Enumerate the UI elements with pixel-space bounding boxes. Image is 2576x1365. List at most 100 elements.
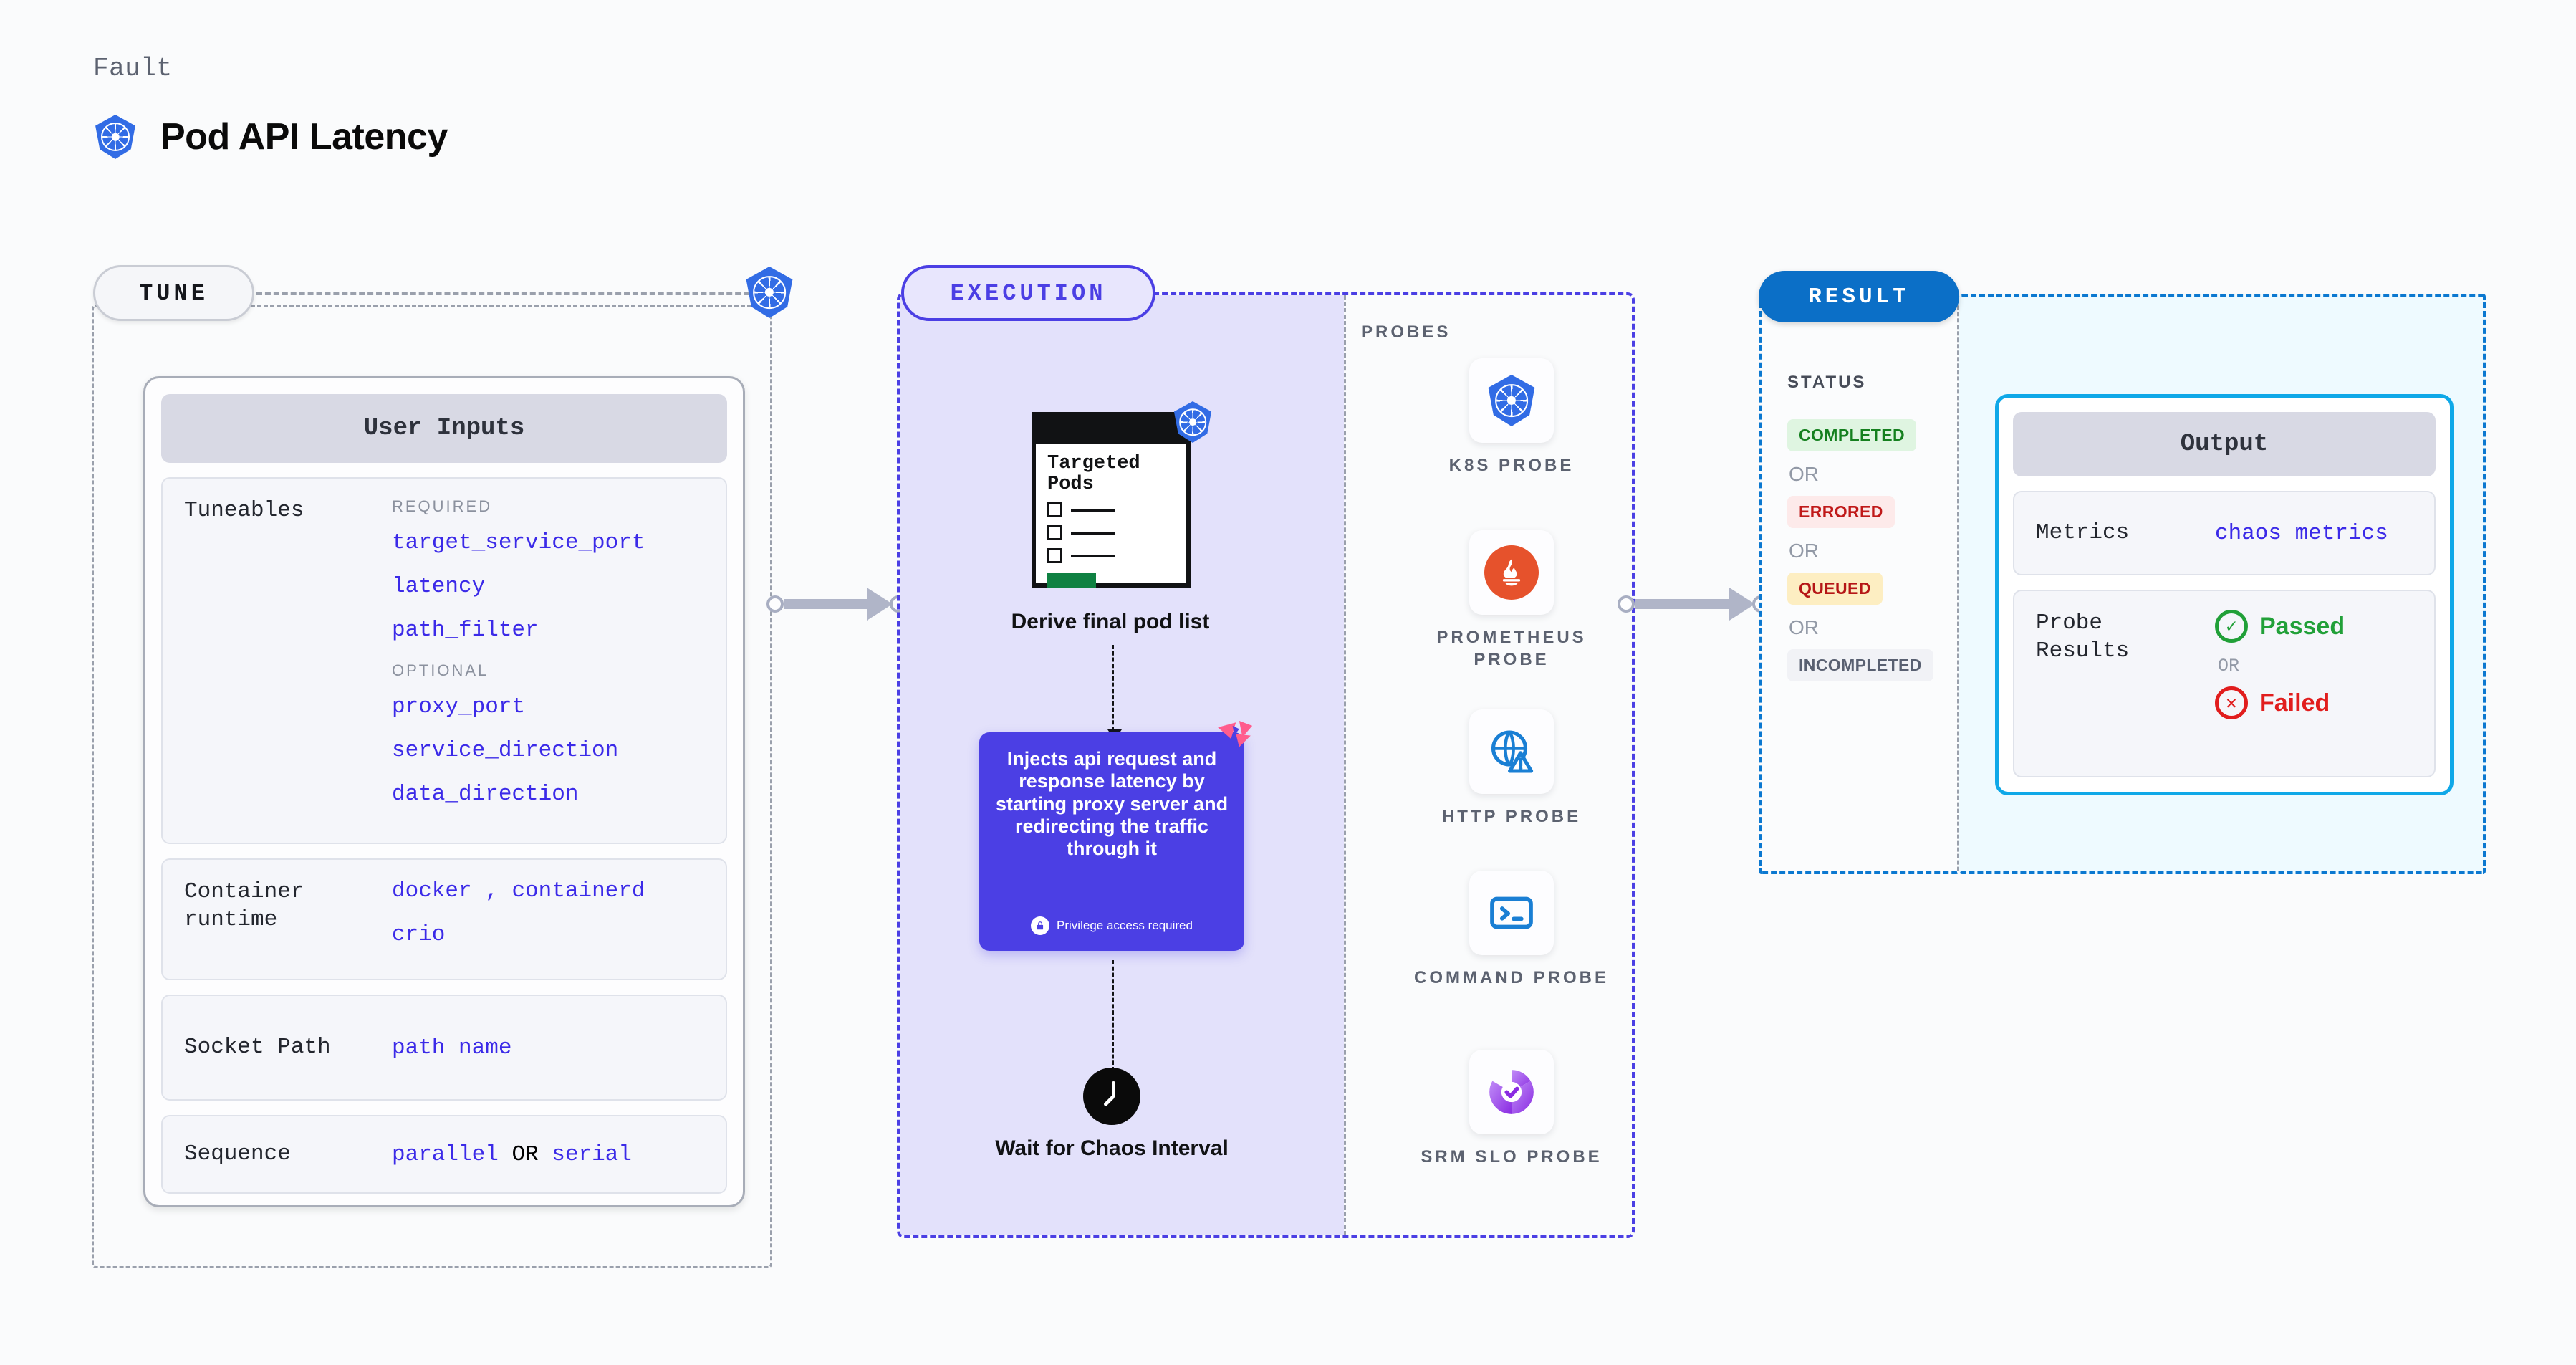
- probe-tile: [1469, 358, 1554, 443]
- sequence-serial[interactable]: serial: [552, 1141, 632, 1167]
- tuneable-service-direction[interactable]: service_direction: [392, 738, 619, 763]
- stage-pill-execution[interactable]: EXECUTION: [901, 265, 1155, 321]
- optional-tag: OPTIONAL: [392, 661, 489, 679]
- flow-arrow: [1107, 960, 1122, 1081]
- socket-path-values: path name: [392, 1035, 704, 1060]
- connector-arrow-head: [867, 588, 893, 621]
- stage-pill-result[interactable]: RESULT: [1759, 271, 1959, 322]
- connector-dot-left: [766, 595, 784, 613]
- inject-action-card: Injects api request and response latency…: [979, 721, 1253, 951]
- status-badge-queued: QUEUED: [1787, 573, 1883, 605]
- metrics-value[interactable]: chaos metrics: [2215, 520, 2388, 546]
- tuneable-data-direction[interactable]: data_direction: [392, 782, 579, 807]
- socket-path-label: Socket Path: [184, 1034, 331, 1060]
- probe-tile: [1469, 530, 1554, 615]
- output-header: Output: [2013, 412, 2436, 476]
- connector-tune-to-execution: [766, 588, 907, 621]
- srm-slo-icon: [1489, 1070, 1534, 1114]
- probe-label: COMMAND PROBE: [1414, 968, 1609, 987]
- node-caption-wait-for-chaos-interval: Wait for Chaos Interval: [995, 1136, 1229, 1160]
- kubernetes-icon: [1488, 375, 1535, 426]
- probe-label: K8S PROBE: [1448, 456, 1575, 475]
- list-item: [1047, 502, 1175, 518]
- targeted-pods-title: Targeted Pods: [1047, 453, 1140, 495]
- probe-results-values: ✓ Passed OR ✕ Failed: [2215, 610, 2413, 719]
- green-status-bar: [1047, 573, 1096, 589]
- checkbox-icon: [1047, 525, 1062, 541]
- probe-label: PROMETHEUS PROBE: [1436, 628, 1587, 670]
- flow-arrow: [1107, 645, 1122, 740]
- runtime-crio[interactable]: crio: [392, 922, 446, 947]
- connector-arrow-head: [1729, 588, 1755, 621]
- x-circle-icon: ✕: [2215, 686, 2248, 719]
- probe-label: HTTP PROBE: [1441, 807, 1582, 826]
- tuneable-proxy-port[interactable]: proxy_port: [392, 694, 526, 719]
- metrics-values: chaos metrics: [2215, 521, 2413, 546]
- tune-panel: [92, 305, 772, 1268]
- probe-result-passed: ✓ Passed: [2215, 610, 2413, 643]
- socket-path-section: Socket Path path name: [161, 995, 727, 1101]
- container-runtime-values: docker , containerd crio: [392, 878, 704, 960]
- node-caption-derive-pod-list: Derive final pod list: [1011, 610, 1210, 633]
- probe-item-prometheus[interactable]: PROMETHEUS PROBE: [1404, 530, 1619, 671]
- probe-item-k8s[interactable]: K8S PROBE: [1404, 358, 1619, 476]
- lock-icon: [1031, 916, 1050, 935]
- clock-icon: [1083, 1068, 1140, 1125]
- connector-dot-left: [1618, 595, 1635, 613]
- status-badge-completed: COMPLETED: [1787, 419, 1916, 451]
- or-separator: OR: [1789, 540, 1819, 562]
- privilege-note-text: Privilege access required: [1057, 919, 1193, 932]
- runtime-docker[interactable]: docker: [392, 878, 472, 904]
- connector-execution-to-result: [1618, 588, 1769, 621]
- runtime-containerd[interactable]: containerd: [511, 878, 645, 904]
- failed-label: Failed: [2259, 689, 2330, 717]
- sequence-parallel[interactable]: parallel: [392, 1141, 499, 1167]
- tuneable-path-filter[interactable]: path_filter: [392, 618, 539, 643]
- sequence-or: OR: [511, 1141, 539, 1167]
- status-badge-list: COMPLETED OR ERRORED OR QUEUED OR INCOMP…: [1787, 419, 1952, 681]
- document-body: Targeted Pods: [1036, 444, 1186, 589]
- status-badge-errored: ERRORED: [1787, 496, 1895, 528]
- probe-item-http[interactable]: HTTP PROBE: [1404, 709, 1619, 828]
- checkbox-icon: [1047, 548, 1062, 564]
- metrics-label: Metrics: [2036, 519, 2130, 545]
- stage-pill-tune[interactable]: TUNE: [93, 265, 254, 321]
- sequence-label: Sequence: [184, 1141, 291, 1167]
- container-runtime-section: Container runtime docker , containerd cr…: [161, 858, 727, 980]
- or-separator: OR: [1789, 616, 1819, 638]
- connector-bar: [784, 599, 867, 609]
- probe-item-srm-slo[interactable]: SRM SLO PROBE: [1404, 1050, 1619, 1168]
- litmus-chaos-icon: [1218, 721, 1253, 747]
- sequence-section: Sequence parallel OR serial: [161, 1115, 727, 1194]
- or-separator: OR: [2218, 656, 2240, 676]
- tuneables-section: Tuneables REQUIRED target_service_port l…: [161, 477, 727, 844]
- document-checklist-icon: Targeted Pods: [1032, 412, 1191, 589]
- output-card: Output Metrics chaos metrics Probe Resul…: [1995, 394, 2454, 795]
- probe-label: SRM SLO PROBE: [1421, 1147, 1602, 1167]
- connector-bar: [1635, 599, 1729, 609]
- container-runtime-label: Container runtime: [184, 879, 304, 932]
- probe-item-command[interactable]: COMMAND PROBE: [1404, 871, 1619, 989]
- tuneable-target-service-port[interactable]: target_service_port: [392, 530, 645, 555]
- page-title: Pod API Latency: [160, 116, 448, 158]
- user-inputs-card: User Inputs Tuneables REQUIRED target_se…: [143, 376, 745, 1207]
- metrics-section: Metrics chaos metrics: [2013, 491, 2436, 575]
- check-circle-icon: ✓: [2215, 610, 2248, 643]
- list-item: [1047, 548, 1175, 564]
- runtime-separator: ,: [485, 878, 499, 904]
- checkbox-icon: [1047, 502, 1062, 518]
- execution-probes-divider: [1344, 295, 1346, 1235]
- probe-tile: [1469, 871, 1554, 955]
- document-titlebar: [1036, 416, 1186, 444]
- terminal-icon: [1490, 896, 1533, 929]
- probes-section-label: PROBES: [1361, 322, 1451, 342]
- probe-results-section: Probe Results ✓ Passed OR ✕ Failed: [2013, 590, 2436, 777]
- page-title-row: Pod API Latency: [93, 115, 448, 159]
- tuneable-latency[interactable]: latency: [392, 574, 486, 599]
- tune-panel-top-dash: [256, 292, 758, 295]
- socket-path-value[interactable]: path name: [392, 1035, 512, 1060]
- status-section-label: STATUS: [1787, 373, 1867, 392]
- probe-tile: [1469, 1050, 1554, 1134]
- user-inputs-header: User Inputs: [161, 394, 727, 463]
